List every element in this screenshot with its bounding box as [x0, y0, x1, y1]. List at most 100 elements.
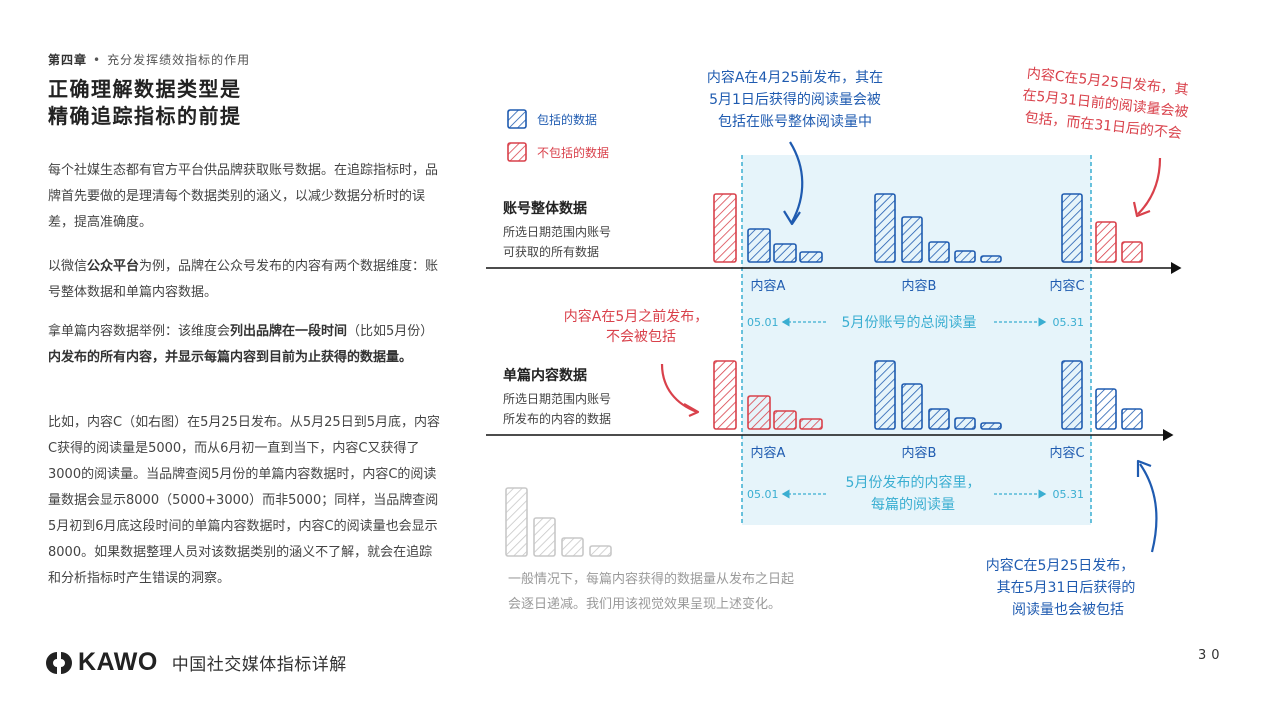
- arrowhead: [1132, 201, 1151, 218]
- row1-bar: [799, 251, 823, 263]
- row1-desc-line1: 所选日期范围内账号: [503, 225, 611, 239]
- chapter-label: 第四章 • 充分发挥绩效指标的作用: [48, 51, 250, 68]
- decay-example-bar: [561, 537, 584, 557]
- row1-period-label: 5月份账号的总阅读量: [842, 314, 977, 331]
- paragraph-text: 以微信: [48, 259, 88, 274]
- body-paragraph-4: 比如，内容C（如右图）在5月25日发布。从5月25日到5月底，内容C获得的阅读量…: [48, 410, 440, 592]
- legend-excluded-swatch: [507, 142, 527, 162]
- row2-bar: [874, 360, 896, 430]
- page-number: 30: [1198, 648, 1225, 663]
- row1-desc-line2: 可获取的所有数据: [503, 244, 599, 259]
- decay-note-line2: 会逐日递减。我们用该视觉效果呈现上述变化。: [508, 596, 781, 612]
- brand-subtitle: 中国社交媒体指标详解: [171, 655, 347, 675]
- chapter-number: 第四章: [48, 53, 88, 67]
- paragraph-text: 拿单篇内容数据举例：该维度会: [48, 324, 231, 339]
- row1-bar: [713, 193, 737, 263]
- arrowhead: [783, 210, 801, 226]
- row1-bar: [1121, 241, 1143, 263]
- row2-bar: [901, 383, 923, 430]
- arrowhead: [1136, 459, 1152, 477]
- annotation-text: 其在5月31日后获得的: [997, 579, 1136, 596]
- annotation-text: 阅读量也会被包括: [1012, 601, 1124, 618]
- row2-bar: [980, 422, 1002, 430]
- period-highlight-band: [742, 155, 1091, 525]
- row2-bar: [1061, 360, 1083, 430]
- row1-bar: [1061, 193, 1083, 263]
- row2-desc-line2: 所发布的内容的数据: [503, 411, 611, 426]
- row1-bar: [874, 193, 896, 263]
- row1-bar: [773, 243, 797, 263]
- annotation-top-right-arrow: [1137, 157, 1162, 215]
- row2-content-label-a: 内容A: [751, 445, 786, 461]
- kawo-logo-icon: [46, 651, 72, 674]
- row2-bar: [928, 408, 950, 430]
- row1-bar: [928, 241, 950, 263]
- row2-bar: [799, 418, 823, 430]
- row2-start-date: 05.01: [747, 488, 779, 501]
- paragraph-text: 比如，内容C（如右图）在5月25日发布。从5月25日到5月底，内容C获得的阅读量…: [48, 415, 440, 586]
- row1-content-label-a: 内容A: [751, 278, 786, 294]
- page-title-line2: 精确追踪指标的前提: [48, 104, 242, 128]
- paragraph-bold: 公众平台: [87, 259, 140, 274]
- legend-excluded-label: 不包括的数据: [537, 145, 609, 160]
- paragraph-bold: 内发布的所有内容，并显示每篇内容到目前为止获得的数据量。: [48, 350, 413, 365]
- decay-example-bars: [505, 487, 612, 557]
- row2-bar: [713, 360, 737, 430]
- row1-bar: [747, 228, 771, 263]
- row1-bar: [901, 216, 923, 263]
- decay-note-line1: 一般情况下，每篇内容获得的数据量从发布之日起: [508, 571, 794, 587]
- annotation-mid-left: 内容A在5月之前发布， 不会被包括: [564, 308, 708, 418]
- annotation-arrow: [1139, 463, 1158, 553]
- row2-content-label-c: 内容C: [1049, 445, 1084, 461]
- annotation-arrow: [660, 363, 698, 414]
- row2-bar: [1121, 408, 1143, 430]
- arrowhead: [683, 403, 700, 418]
- decay-example-bar: [533, 517, 556, 557]
- row2-period-label-line1: 5月份发布的内容里，: [846, 474, 981, 491]
- row2-bar: [954, 417, 976, 430]
- decay-example-bar: [589, 545, 612, 557]
- page-title-line1: 正确理解数据类型是: [48, 77, 242, 101]
- annotation-text: 内容C在5月25日发布，: [986, 557, 1135, 574]
- row1-content-label-b: 内容B: [902, 278, 937, 294]
- chapter-separator: •: [93, 53, 102, 67]
- annotation-text: 5月1日后获得的阅读量会被: [709, 91, 881, 108]
- paragraph-text: （比如5月份）: [347, 324, 434, 339]
- row2-bars: [713, 360, 1143, 430]
- row1-bar: [954, 250, 976, 263]
- row2-title: 单篇内容数据: [503, 367, 587, 384]
- row2-bar: [773, 410, 797, 430]
- row2-bar: [747, 395, 771, 430]
- annotation-top-right: 内容C在5月25日发布，其 在5月31日前的阅读量会被 包括，而在31日后的不会: [1022, 65, 1190, 142]
- row1-end-date: 05.31: [1053, 316, 1085, 329]
- decay-example-bar: [505, 487, 528, 557]
- row1-bars: [713, 193, 1143, 263]
- paragraph-text: 为例，品牌在公众号发布的内容有两个数据维度：账号整体数据和单篇内容数据。: [48, 259, 439, 300]
- paragraph-bold: 列出品牌在一段时间: [230, 324, 348, 339]
- row2-bar: [1095, 388, 1117, 430]
- annotation-bottom-right: 内容C在5月25日发布， 其在5月31日后获得的 阅读量也会被包括: [986, 459, 1158, 618]
- row1-bar: [980, 255, 1002, 263]
- paragraph-text: 每个社媒生态都有官方平台供品牌获取账号数据。在追踪指标时，品牌首先要做的是理清每…: [48, 163, 439, 230]
- row2-content-label-b: 内容B: [902, 445, 937, 461]
- row2-period-label-line2: 每篇的阅读量: [871, 496, 955, 513]
- body-paragraph-2: 以微信公众平台为例，品牌在公众号发布的内容有两个数据维度：账号整体数据和单篇内容…: [48, 254, 440, 306]
- annotation-text: 包括在账号整体阅读量中: [718, 113, 872, 130]
- row2-end-date: 05.31: [1053, 488, 1085, 501]
- annotation-arrow: [789, 141, 804, 223]
- body-paragraph-3: 拿单篇内容数据举例：该维度会列出品牌在一段时间（比如5月份） 内发布的所有内容，并…: [48, 319, 440, 371]
- row2-desc-line1: 所选日期范围内账号: [503, 392, 611, 406]
- chapter-title: 充分发挥绩效指标的作用: [107, 53, 251, 67]
- row1-content-label-c: 内容C: [1049, 278, 1084, 294]
- annotation-text: 不会被包括: [606, 329, 676, 345]
- annotation-text: 内容A在5月之前发布，: [564, 308, 708, 325]
- annotation-text: 内容A在4月25前发布，其在: [707, 69, 883, 86]
- row1-bar: [1095, 221, 1117, 263]
- row1-start-date: 05.01: [747, 316, 779, 329]
- brand-name: KAWO: [78, 648, 158, 676]
- row1-title: 账号整体数据: [503, 200, 587, 217]
- kawo-logo: KAWO 中国社交媒体指标详解: [46, 648, 347, 677]
- legend-included-swatch: [507, 109, 527, 129]
- body-paragraph-1: 每个社媒生态都有官方平台供品牌获取账号数据。在追踪指标时，品牌首先要做的是理清每…: [48, 158, 440, 236]
